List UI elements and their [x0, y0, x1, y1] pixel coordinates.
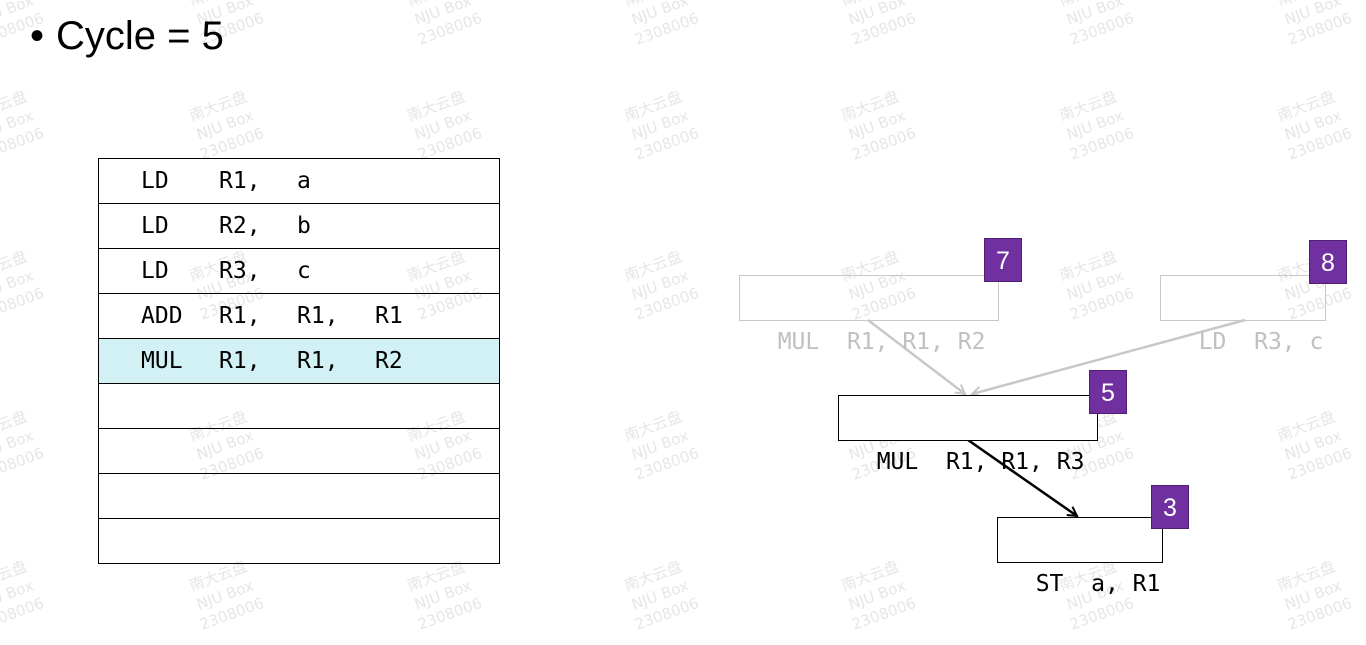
edge-n2-n3	[972, 318, 1246, 394]
instruction: LD R2, b	[141, 213, 375, 239]
schedule-row	[98, 473, 500, 519]
priority-badge: 7	[984, 238, 1022, 282]
schedule-cell	[98, 428, 500, 474]
instruction-operand: R1,	[297, 348, 339, 374]
schedule-cell: LD R3, c	[98, 248, 500, 294]
watermark-text: 2308006	[197, 593, 267, 634]
schedule-cell	[98, 383, 500, 429]
instruction-opcode: LD	[141, 168, 169, 194]
instruction-opcode: ADD	[141, 303, 183, 329]
priority-badge: 8	[1309, 240, 1347, 284]
instruction-operand: R1,	[219, 168, 261, 194]
schedule-row: MUL R1, R1, R2	[98, 338, 500, 384]
node-ld-r3: LD R3, c	[1160, 275, 1326, 355]
instruction: LD R3, c	[141, 258, 375, 284]
node-label: ST a, R1	[1035, 571, 1161, 597]
instruction-operand: R1	[375, 303, 403, 329]
dependency-edges	[867, 318, 1246, 574]
instruction-operand: c	[297, 258, 311, 284]
watermark-text: 2308006	[1285, 593, 1355, 634]
instruction-operand: R2,	[219, 213, 261, 239]
edge-n1-n3	[867, 319, 965, 394]
instruction-opcode: MUL	[141, 348, 183, 374]
title-text: Cycle = 5	[56, 14, 224, 58]
instruction-operand: R2	[375, 348, 403, 374]
watermark-text: 2308006	[849, 593, 919, 634]
node-label: MUL R1, R1, R3	[876, 449, 1085, 475]
instruction: ADD R1, R1, R1	[141, 303, 453, 329]
instruction-operand: R1,	[297, 303, 339, 329]
instruction-operand: a	[297, 168, 311, 194]
schedule-row	[98, 518, 500, 564]
watermark-text: 2308006	[0, 593, 47, 634]
edge-n3-n4	[967, 438, 1077, 516]
instruction-opcode: LD	[141, 258, 169, 284]
instruction-operand: R1,	[219, 348, 261, 374]
instruction-operand: R1,	[219, 303, 261, 329]
watermark-text: 2308006	[632, 593, 702, 634]
schedule-cell: MUL R1, R1, R2	[98, 338, 500, 384]
schedule-row: ADD R1, R1, R1	[98, 293, 500, 339]
schedule-row	[98, 383, 500, 429]
instruction: MUL R1, R1, R2	[141, 348, 453, 374]
title-bullet: •	[30, 14, 45, 58]
priority-badge: 5	[1089, 370, 1127, 414]
node-st: ST a, R1	[997, 517, 1163, 597]
schedule-cell	[98, 518, 500, 564]
schedule-cell	[98, 473, 500, 519]
schedule-row: LD R3, c	[98, 248, 500, 294]
schedule-cell: ADD R1, R1, R1	[98, 293, 500, 339]
priority-badge: 3	[1151, 485, 1189, 529]
schedule-row	[98, 428, 500, 474]
instruction: LD R1, a	[141, 168, 375, 194]
instruction-operand: R3,	[219, 258, 261, 284]
instruction-operand: b	[297, 213, 311, 239]
page-title: •Cycle = 5	[30, 14, 224, 59]
node-mul-r3: MUL R1, R1, R3	[838, 395, 1098, 475]
node-label: MUL R1, R1, R2	[777, 329, 986, 355]
node-mul-r2: MUL R1, R1, R2	[739, 275, 999, 355]
node-label: LD R3, c	[1198, 329, 1324, 355]
instruction-opcode: LD	[141, 213, 169, 239]
watermark-text: 2308006	[415, 593, 485, 634]
